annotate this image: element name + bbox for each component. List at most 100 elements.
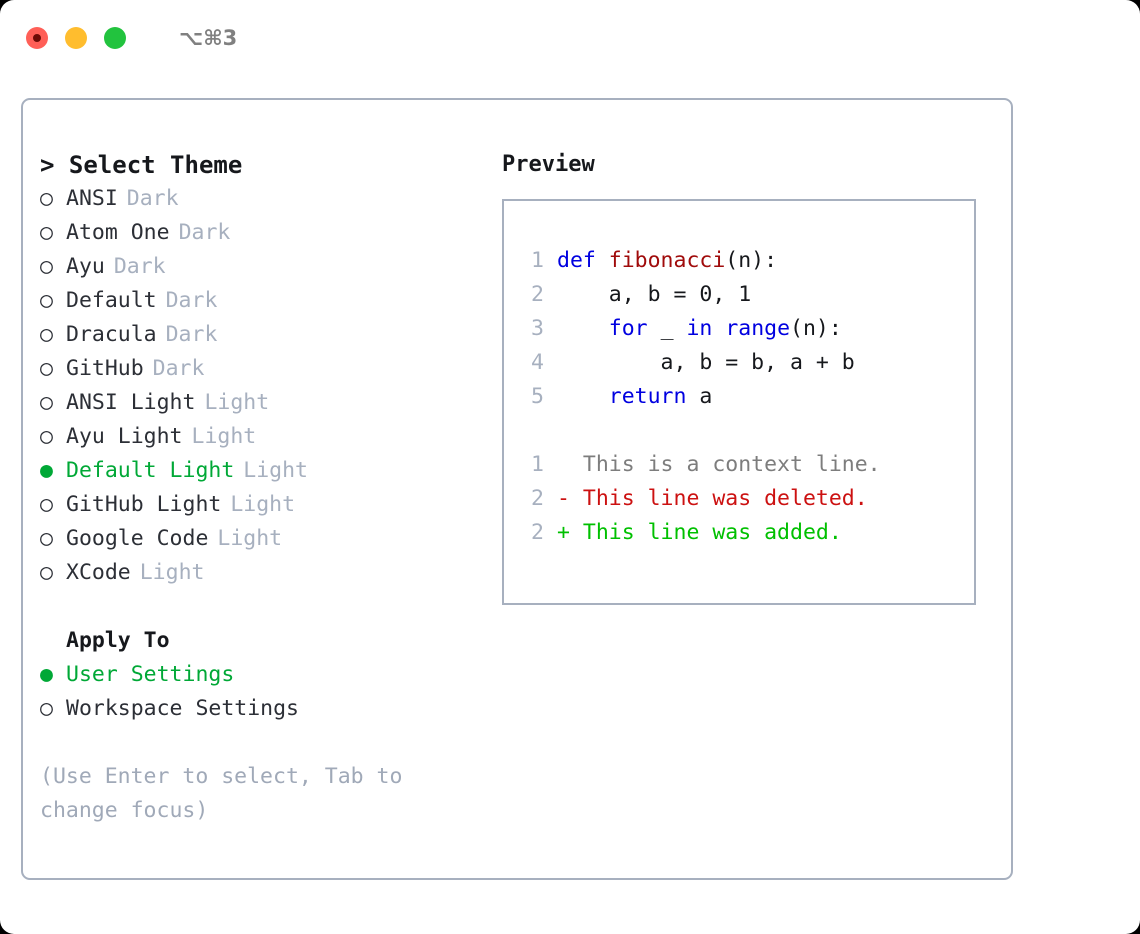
theme-picker-column: > Select Theme ○ ANSI Dark ○ Atom One Da… <box>40 148 490 828</box>
theme-option-category: Dark <box>165 288 218 313</box>
code-token-plain <box>557 312 609 346</box>
apply-to-option-workspace-settings[interactable]: ○ Workspace Settings <box>40 692 490 726</box>
theme-option-label: ANSI <box>66 186 118 211</box>
main-panel: > Select Theme ○ ANSI Dark ○ Atom One Da… <box>21 98 1013 880</box>
theme-option-category: Dark <box>126 186 179 211</box>
theme-option-list: ○ ANSI Dark ○ Atom One Dark ○ Ayu Dark <box>40 182 490 590</box>
theme-option-label: ANSI Light <box>66 390 196 415</box>
theme-option-category: Light <box>204 390 270 415</box>
preview-code: 1 def fibonacci (n): 2 a, b = 0, 1 3 <box>518 244 968 550</box>
theme-option-label: Ayu <box>66 254 105 279</box>
theme-option-ayu[interactable]: ○ Ayu Dark <box>40 250 490 284</box>
preview-heading: Preview <box>502 152 595 177</box>
code-token-keyword: for <box>608 316 648 341</box>
code-token-keyword: return <box>608 384 687 409</box>
theme-option-category: Light <box>139 560 205 585</box>
theme-option-atom-one[interactable]: ○ Atom One Dark <box>40 216 490 250</box>
keyboard-hint-text: (Use Enter to select, Tab to change focu… <box>40 764 416 823</box>
theme-option-ansi-light[interactable]: ○ ANSI Light Light <box>40 386 490 420</box>
theme-option-label: Default Light <box>66 458 235 483</box>
keyboard-shortcut-label: ⌥⌘3 <box>179 26 238 50</box>
apply-to-heading: Apply To <box>66 628 170 653</box>
radio-icon: ○ <box>40 220 53 245</box>
line-number: 3 <box>531 316 544 341</box>
code-line: 5 return a <box>518 380 968 414</box>
line-number: 1 <box>531 452 544 477</box>
diff-line-added: 2 + This line was added. <box>518 516 968 550</box>
apply-to-option-label: User Settings <box>66 662 235 687</box>
diff-marker: + <box>557 520 583 545</box>
radio-selected-icon: ● <box>40 662 53 687</box>
radio-selected-icon: ● <box>40 458 53 483</box>
theme-option-category: Light <box>191 424 257 449</box>
code-token-plain: a <box>686 384 713 409</box>
theme-option-label: Atom One <box>66 220 170 245</box>
diff-text: This line was deleted. <box>582 486 868 511</box>
theme-option-label: XCode <box>66 560 131 585</box>
code-line: 3 for _ in range (n): <box>518 312 968 346</box>
radio-icon: ○ <box>40 288 53 313</box>
spacer <box>40 590 490 624</box>
code-token-function: fibonacci <box>608 248 726 273</box>
code-blank-line <box>518 414 968 448</box>
apply-to-option-list: ● User Settings ○ Workspace Settings <box>40 658 490 726</box>
code-token-plain: (n): <box>725 248 778 273</box>
theme-option-google-code[interactable]: ○ Google Code Light <box>40 522 490 556</box>
theme-option-label: Dracula <box>66 322 157 347</box>
apply-to-option-user-settings[interactable]: ● User Settings <box>40 658 490 692</box>
code-token-keyword: range <box>725 316 791 341</box>
radio-icon: ○ <box>40 322 53 347</box>
line-number: 2 <box>531 282 544 307</box>
theme-option-category: Light <box>243 458 309 483</box>
line-number: 4 <box>531 350 544 375</box>
theme-option-label: GitHub <box>66 356 144 381</box>
line-number: 5 <box>531 384 544 409</box>
minimize-dot-icon[interactable] <box>65 27 87 49</box>
theme-option-label: Google Code <box>66 526 209 551</box>
theme-option-ansi[interactable]: ○ ANSI Dark <box>40 182 490 216</box>
radio-icon: ○ <box>40 254 53 279</box>
theme-option-category: Dark <box>152 356 205 381</box>
theme-option-category: Light <box>230 492 296 517</box>
diff-text: This line was added. <box>582 520 842 545</box>
diff-text: This is a context line. <box>582 452 881 477</box>
code-token-plain: a, b = 0, 1 <box>557 282 752 307</box>
theme-option-ayu-light[interactable]: ○ Ayu Light Light <box>40 420 490 454</box>
radio-icon: ○ <box>40 356 53 381</box>
theme-option-category: Light <box>217 526 283 551</box>
code-token-keyword: in <box>686 316 713 341</box>
code-token-plain <box>712 312 725 346</box>
preview-box: 1 def fibonacci (n): 2 a, b = 0, 1 3 <box>502 199 976 605</box>
theme-option-label: Ayu Light <box>66 424 183 449</box>
theme-option-github[interactable]: ○ GitHub Dark <box>40 352 490 386</box>
diff-line-deleted: 2 - This line was deleted. <box>518 482 968 516</box>
theme-option-github-light[interactable]: ○ GitHub Light Light <box>40 488 490 522</box>
diff-line-context: 1 This is a context line. <box>518 448 968 482</box>
theme-option-category: Dark <box>178 220 231 245</box>
radio-icon: ○ <box>40 492 53 517</box>
radio-icon: ○ <box>40 526 53 551</box>
code-token-keyword: def <box>557 248 609 273</box>
theme-option-category: Dark <box>113 254 166 279</box>
diff-marker <box>557 448 583 482</box>
theme-option-category: Dark <box>165 322 218 347</box>
maximize-dot-icon[interactable] <box>104 27 126 49</box>
code-line: 4 a, b = b, a + b <box>518 346 968 380</box>
diff-marker: - <box>557 486 583 511</box>
theme-option-xcode[interactable]: ○ XCode Light <box>40 556 490 590</box>
title-bar: ⌥⌘3 <box>0 0 1140 76</box>
radio-icon: ○ <box>40 390 53 415</box>
radio-icon: ○ <box>40 696 53 721</box>
preview-column: Preview 1 def fibonacci (n): 2 a, b = 0,… <box>502 148 992 605</box>
radio-icon: ○ <box>40 424 53 449</box>
radio-icon: ○ <box>40 186 53 211</box>
theme-option-default-light[interactable]: ● Default Light Light <box>40 454 490 488</box>
apply-to-option-label: Workspace Settings <box>66 696 299 721</box>
code-token-plain: (n): <box>790 316 842 341</box>
close-dot-icon[interactable] <box>26 27 48 49</box>
theme-option-dracula[interactable]: ○ Dracula Dark <box>40 318 490 352</box>
line-number: 1 <box>531 248 544 273</box>
theme-option-default[interactable]: ○ Default Dark <box>40 284 490 318</box>
radio-icon: ○ <box>40 560 53 585</box>
